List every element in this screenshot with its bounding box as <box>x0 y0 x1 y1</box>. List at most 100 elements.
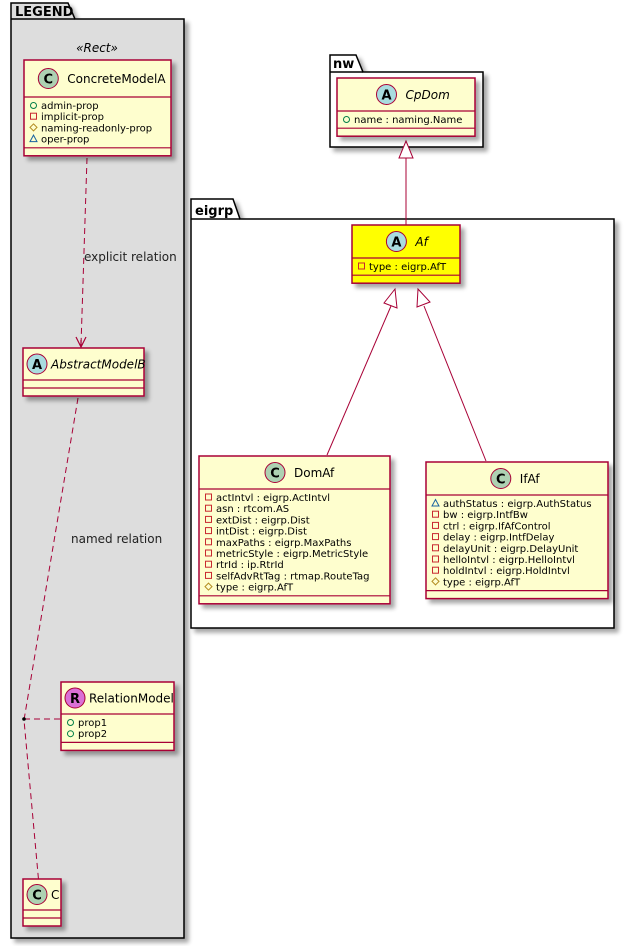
attribute: delayUnit : eigrp.DelayUnit <box>443 544 578 555</box>
domaf-name: DomAf <box>294 466 335 480</box>
diamond-icon <box>204 582 213 591</box>
concrete-model-a-class: ConcreteModelA Cadmin-propimplicit-propna… <box>23 59 172 157</box>
af-box <box>351 224 461 284</box>
explicit-relation-line <box>80 157 88 346</box>
af-stereotype-circle-icon <box>385 231 407 252</box>
af-name: Af <box>414 235 429 249</box>
abstract-model-b-name: AbstractModelB <box>50 358 146 372</box>
eigrp-title: eigrp <box>195 204 233 219</box>
square-icon <box>205 493 212 501</box>
square-icon <box>205 527 212 535</box>
attribute: metricStyle : eigrp.MetricStyle <box>216 549 368 560</box>
square-icon <box>205 571 212 579</box>
cpdom-box <box>336 77 476 137</box>
attribute: type : eigrp.AfT <box>443 577 521 588</box>
attribute: holdIntvl : eigrp.HoldIntvl <box>443 566 570 577</box>
ifaf-to-af-arrowhead <box>416 287 431 308</box>
square-icon <box>432 544 439 552</box>
attribute: bw : eigrp.IntfBw <box>443 510 528 521</box>
square-icon <box>432 566 439 574</box>
attribute: helloIntvl : eigrp.HelloIntvl <box>443 555 575 566</box>
square-icon <box>432 555 439 563</box>
association-point <box>22 717 26 721</box>
concrete-model-a-stereotype-circle-icon <box>37 68 59 89</box>
relation-model-name: RelationModel <box>89 692 174 706</box>
concrete-model-a-name: ConcreteModelA <box>67 72 166 86</box>
circle-icon <box>67 730 74 738</box>
attribute: authStatus : eigrp.AuthStatus <box>443 499 592 510</box>
ifaf-name: IfAf <box>520 472 541 486</box>
attribute: prop1 <box>78 718 107 729</box>
named-relation-line <box>23 397 79 908</box>
ifaf-box <box>425 461 609 600</box>
cpdom-letter: A <box>381 89 391 104</box>
square-icon <box>205 515 212 523</box>
domaf-letter: C <box>270 467 280 482</box>
named-relation-label: named relation <box>71 532 162 546</box>
attribute: ctrl : eigrp.IfAfControl <box>443 521 551 532</box>
nw-title: nw <box>333 57 354 72</box>
class-c-class: CC <box>22 878 62 927</box>
square-icon <box>205 504 212 512</box>
attribute: actIntvl : eigrp.ActIntvl <box>216 493 330 504</box>
ifaf-stereotype-circle-icon <box>490 468 512 489</box>
square-icon <box>30 112 37 120</box>
abstract-model-b-class: AbstractModelB A <box>22 347 146 397</box>
attribute: type : eigrp.AfT <box>369 262 447 273</box>
legend-stereotype: «Rect» <box>76 41 118 55</box>
attribute: selfAdvRtTag : rtmap.RouteTag <box>216 571 370 582</box>
attribute: rtrId : ip.RtrId <box>216 560 284 571</box>
attribute: admin-prop <box>41 101 99 112</box>
attribute: asn : rtcom.AS <box>216 504 289 515</box>
class-c-stereotype-circle-icon <box>26 884 48 905</box>
attribute: delay : eigrp.IntfDelay <box>443 533 554 544</box>
diamond-icon <box>29 123 38 132</box>
explicit-relation-label: explicit relation <box>84 250 177 264</box>
attribute: prop2 <box>78 729 107 740</box>
attribute: naming-readonly-prop <box>41 123 152 134</box>
concrete-model-a-letter: C <box>44 73 54 88</box>
ifaf-letter: C <box>496 473 506 488</box>
legend-title: LEGEND <box>15 5 74 20</box>
square-icon <box>205 538 212 546</box>
class-c-name: C <box>51 888 59 902</box>
circle-icon <box>30 102 37 109</box>
diamond-icon <box>431 577 440 586</box>
square-icon <box>205 560 212 568</box>
triangle-icon <box>29 134 38 143</box>
cpdom-stereotype-circle-icon <box>376 84 397 105</box>
attribute: maxPaths : eigrp.MaxPaths <box>216 538 351 549</box>
attribute: oper-prop <box>41 135 89 146</box>
square-icon <box>358 262 365 270</box>
square-icon <box>432 510 439 518</box>
af-to-cpdom-arrowhead <box>398 139 414 159</box>
domaf-box <box>198 455 391 605</box>
domaf-to-af-arrowhead <box>383 287 398 309</box>
domaf-to-af-line <box>326 305 392 456</box>
abstract-model-b-stereotype-circle-icon <box>26 353 48 375</box>
ifaf-to-af-line <box>423 305 487 462</box>
cpdom-name: CpDom <box>406 88 450 102</box>
circle-icon <box>343 116 350 123</box>
triangle-icon <box>431 498 440 507</box>
attribute: type : eigrp.AfT <box>216 583 294 594</box>
square-icon <box>432 533 439 541</box>
attribute: extDist : eigrp.Dist <box>216 515 310 526</box>
explicit-relation-arrowhead <box>75 336 87 349</box>
attribute: name : naming.Name <box>354 115 462 126</box>
class-c-letter: C <box>32 889 42 904</box>
attribute: implicit-prop <box>41 112 104 123</box>
attribute: intDist : eigrp.Dist <box>216 527 307 538</box>
circle-icon <box>67 719 74 726</box>
relation-model-stereotype-circle-icon <box>64 687 86 709</box>
abstract-model-b-letter: A <box>32 358 42 373</box>
af-letter: A <box>391 236 401 251</box>
square-icon <box>205 549 212 557</box>
classes: ConcreteModelACadmin-propimplicit-propna… <box>22 59 609 927</box>
